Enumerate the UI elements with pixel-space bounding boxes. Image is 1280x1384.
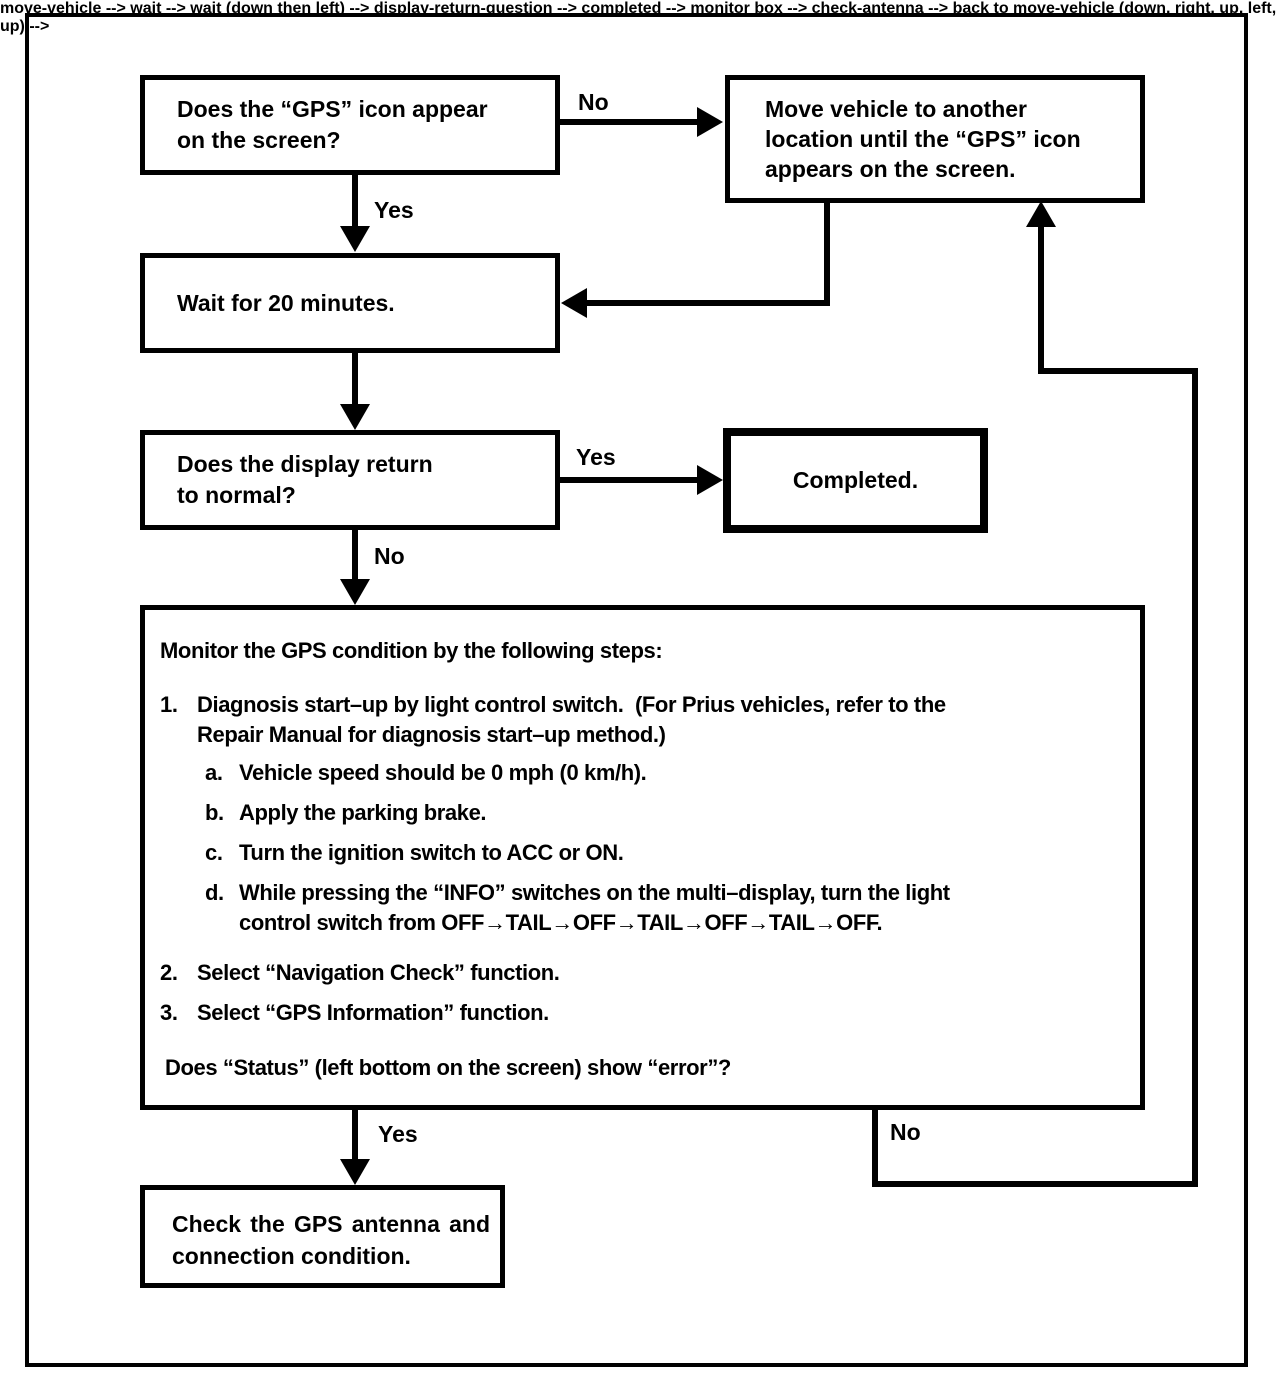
monitor-step-3: 3. Select “GPS Information” function. <box>160 998 1140 1028</box>
monitor-step-1c: c. Turn the ignition switch to ACC or ON… <box>205 838 1140 868</box>
connector-no-return-seg1 <box>872 1110 878 1187</box>
monitor-step-1a: a. Vehicle speed should be 0 mph (0 km/h… <box>205 758 1140 788</box>
connector-move-vehicle-down <box>824 203 830 306</box>
node-check-gps-antenna-text: Check the GPS antenna and connection con… <box>172 1211 490 1269</box>
monitor-step-1b-text: Apply the parking brake. <box>239 800 487 825</box>
edge-label-yes-1: Yes <box>374 197 414 223</box>
monitor-intro: Monitor the GPS condition by the followi… <box>160 638 663 663</box>
monitor-step-1a-text: Vehicle speed should be 0 mph (0 km/h). <box>239 760 647 785</box>
monitor-step-1c-text: Turn the ignition switch to ACC or ON. <box>239 840 624 865</box>
arrowhead-no-return-to-move-vehicle <box>1026 201 1056 227</box>
connector-no-return-seg4 <box>1038 368 1198 374</box>
monitor-step-1b: b. Apply the parking brake. <box>205 798 1140 828</box>
monitor-step-2: 2. Select “Navigation Check” function. <box>160 958 1140 988</box>
arrowhead-no-to-move-vehicle <box>697 107 723 137</box>
connector-no-to-monitor <box>352 530 358 581</box>
connector-no-return-seg2 <box>872 1181 1198 1187</box>
node-display-return-question-text: Does the display return to normal? <box>177 451 433 508</box>
arrowhead-wait-to-display-question <box>340 404 370 430</box>
node-wait-20-minutes-text: Wait for 20 minutes. <box>177 289 395 316</box>
connector-no-to-move-vehicle <box>560 119 700 125</box>
edge-label-no-2: No <box>374 543 405 569</box>
monitor-status-question: Does “Status” (left bottom on the screen… <box>165 1055 731 1080</box>
edge-label-yes-2: Yes <box>576 444 616 470</box>
monitor-step-1-number: 1. <box>160 692 178 717</box>
monitor-step-2-text: Select “Navigation Check” function. <box>197 960 560 985</box>
node-completed-text: Completed. <box>792 467 919 493</box>
monitor-step-1b-number: b. <box>205 800 224 825</box>
node-completed: Completed. <box>723 428 988 533</box>
connector-no-return-seg3 <box>1192 368 1198 1187</box>
connector-yes-to-wait <box>352 175 358 228</box>
edge-label-no-3: No <box>890 1119 921 1145</box>
node-monitor-steps: Monitor the GPS condition by the followi… <box>140 605 1145 1110</box>
connector-yes-to-completed <box>560 477 700 483</box>
node-gps-icon-question: Does the “GPS” icon appear on the screen… <box>140 75 560 175</box>
page-border <box>25 13 1248 1367</box>
monitor-step-1a-number: a. <box>205 760 223 785</box>
node-move-vehicle-text: Move vehicle to another location until t… <box>765 96 1081 182</box>
monitor-step-3-number: 3. <box>160 1000 178 1025</box>
connector-wait-to-display-question <box>352 353 358 406</box>
monitor-step-1d-text: While pressing the “INFO” switches on th… <box>239 880 950 935</box>
monitor-step-1-text: Diagnosis start–up by light control swit… <box>197 692 946 747</box>
node-gps-icon-question-text: Does the “GPS” icon appear on the screen… <box>177 96 488 153</box>
node-check-gps-antenna: Check the GPS antenna and connection con… <box>140 1185 505 1288</box>
connector-yes-to-check-antenna <box>352 1110 358 1161</box>
node-wait-20-minutes: Wait for 20 minutes. <box>140 253 560 353</box>
monitor-step-2-number: 2. <box>160 960 178 985</box>
arrowhead-yes-to-check-antenna <box>340 1159 370 1185</box>
monitor-step-1d-number: d. <box>205 880 224 905</box>
node-move-vehicle: Move vehicle to another location until t… <box>725 75 1145 203</box>
arrowhead-yes-to-completed <box>697 465 723 495</box>
arrowhead-no-to-monitor <box>340 579 370 605</box>
connector-no-return-seg5 <box>1038 226 1044 374</box>
connector-move-vehicle-to-wait <box>586 300 830 306</box>
node-display-return-question: Does the display return to normal? <box>140 430 560 530</box>
monitor-step-3-text: Select “GPS Information” function. <box>197 1000 549 1025</box>
monitor-step-1: 1. Diagnosis start–up by light control s… <box>160 690 1140 750</box>
edge-label-no-1: No <box>578 89 609 115</box>
arrowhead-to-wait <box>561 288 587 318</box>
arrowhead-yes-to-wait <box>340 226 370 252</box>
monitor-step-1c-number: c. <box>205 840 223 865</box>
monitor-step-1d: d. While pressing the “INFO” switches on… <box>205 878 1140 938</box>
edge-label-yes-3: Yes <box>378 1121 418 1147</box>
